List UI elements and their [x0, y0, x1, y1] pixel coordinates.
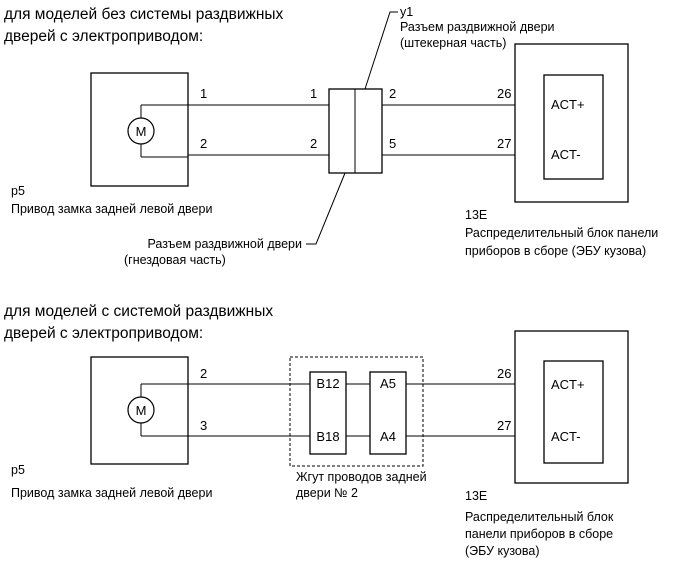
- top-actuator-name: Привод замка задней левой двери: [11, 202, 212, 216]
- bottom-ecu-name-line2: панели приборов в сборе: [465, 527, 613, 541]
- top-conn-right-pin1: 2: [389, 86, 396, 101]
- bottom-diagram: для моделей с системой раздвижных дверей…: [4, 303, 629, 558]
- bottom-ecu-inner-box: [543, 360, 604, 464]
- top-diagram: для моделей без системы раздвижных двере…: [4, 5, 658, 267]
- bottom-actuator-pin2: 3: [200, 418, 207, 433]
- top-actuator-pin2: 2: [200, 136, 207, 151]
- bottom-actuator-code: p5: [11, 463, 25, 477]
- bottom-actuator-pin1: 2: [200, 366, 207, 381]
- top-ecu-pin2: 27: [497, 136, 511, 151]
- top-ecu-code: 13E: [465, 208, 487, 222]
- bottom-harness-name-line2: двери № 2: [296, 486, 358, 500]
- top-actuator-pin1: 1: [200, 86, 207, 101]
- bottom-ecu-code: 13E: [465, 489, 487, 503]
- top-ecu-name-line2: приборов в сборе (ЭБУ кузова): [465, 244, 646, 258]
- bottom-ecu-pin1: 26: [497, 366, 511, 381]
- top-connector-plug-line2: (штекерная часть): [400, 36, 506, 50]
- bottom-title-line1: для моделей с системой раздвижных: [4, 303, 273, 320]
- top-title-line2: дверей с электроприводом:: [4, 28, 203, 45]
- bottom-motor-icon: M: [127, 383, 188, 437]
- top-actuator-code: p5: [11, 184, 25, 198]
- bottom-harness-connector-b: [309, 371, 347, 455]
- top-connector-plug-line1: Разъем раздвижной двери: [400, 20, 555, 34]
- bottom-actuator-name: Привод замка задней левой двери: [11, 486, 212, 500]
- top-title-line1: для моделей без системы раздвижных: [4, 6, 284, 23]
- top-motor-label: M: [136, 124, 147, 139]
- bottom-ecu-signal2: ACT-: [551, 429, 581, 444]
- bottom-harness-connector-a: [369, 371, 407, 455]
- top-connector-plug-leader: [364, 11, 398, 90]
- top-ecu-pin1: 26: [497, 86, 511, 101]
- bottom-harness-pin-a4: A4: [380, 429, 396, 444]
- top-motor-icon: M: [127, 104, 188, 158]
- bottom-harness-name-line1: Жгут проводов задней: [296, 470, 427, 484]
- bottom-ecu-pin2: 27: [497, 418, 511, 433]
- top-connector-code: y1: [400, 5, 413, 19]
- bottom-harness-pin-b12: B12: [316, 376, 339, 391]
- top-conn-left-pin1: 1: [310, 86, 317, 101]
- top-conn-left-pin2: 2: [310, 136, 317, 151]
- bottom-harness-pin-a5: A5: [380, 376, 396, 391]
- bottom-ecu-signal1: ACT+: [551, 377, 585, 392]
- bottom-harness-pin-b18: B18: [316, 429, 339, 444]
- bottom-ecu-name-line3: (ЭБУ кузова): [465, 544, 540, 558]
- top-ecu-signal2: ACT-: [551, 147, 581, 162]
- top-connector-jack-leader: [306, 172, 346, 245]
- top-ecu-name-line1: Распределительный блок панели: [465, 226, 658, 240]
- top-conn-right-pin2: 5: [389, 136, 396, 151]
- bottom-title-line2: дверей с электроприводом:: [4, 325, 203, 342]
- bottom-motor-label: M: [136, 403, 147, 418]
- bottom-ecu-name-line1: Распределительный блок: [465, 510, 614, 524]
- bottom-harness-enclosure: [289, 356, 424, 467]
- top-ecu-signal1: ACT+: [551, 97, 585, 112]
- top-ecu-inner-box: [543, 74, 604, 180]
- top-connector-jack-line2: (гнездовая часть): [124, 253, 226, 267]
- top-connector-jack-line1: Разъем раздвижной двери: [147, 237, 302, 251]
